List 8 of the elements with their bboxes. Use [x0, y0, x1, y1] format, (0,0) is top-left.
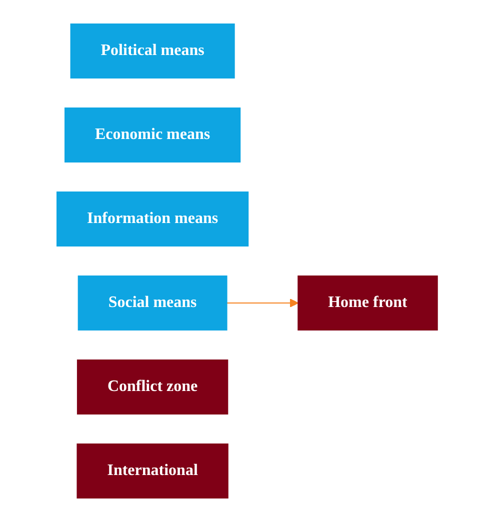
node-box: International	[76, 444, 228, 498]
node-box: Political means	[70, 24, 235, 78]
node-box: Home front	[297, 276, 438, 330]
node-box: Social means	[78, 276, 228, 330]
arrow	[226, 298, 298, 308]
node-box: Conflict zone	[76, 360, 228, 414]
node-box: Economic means	[64, 108, 240, 162]
node-box: Information means	[56, 192, 248, 246]
